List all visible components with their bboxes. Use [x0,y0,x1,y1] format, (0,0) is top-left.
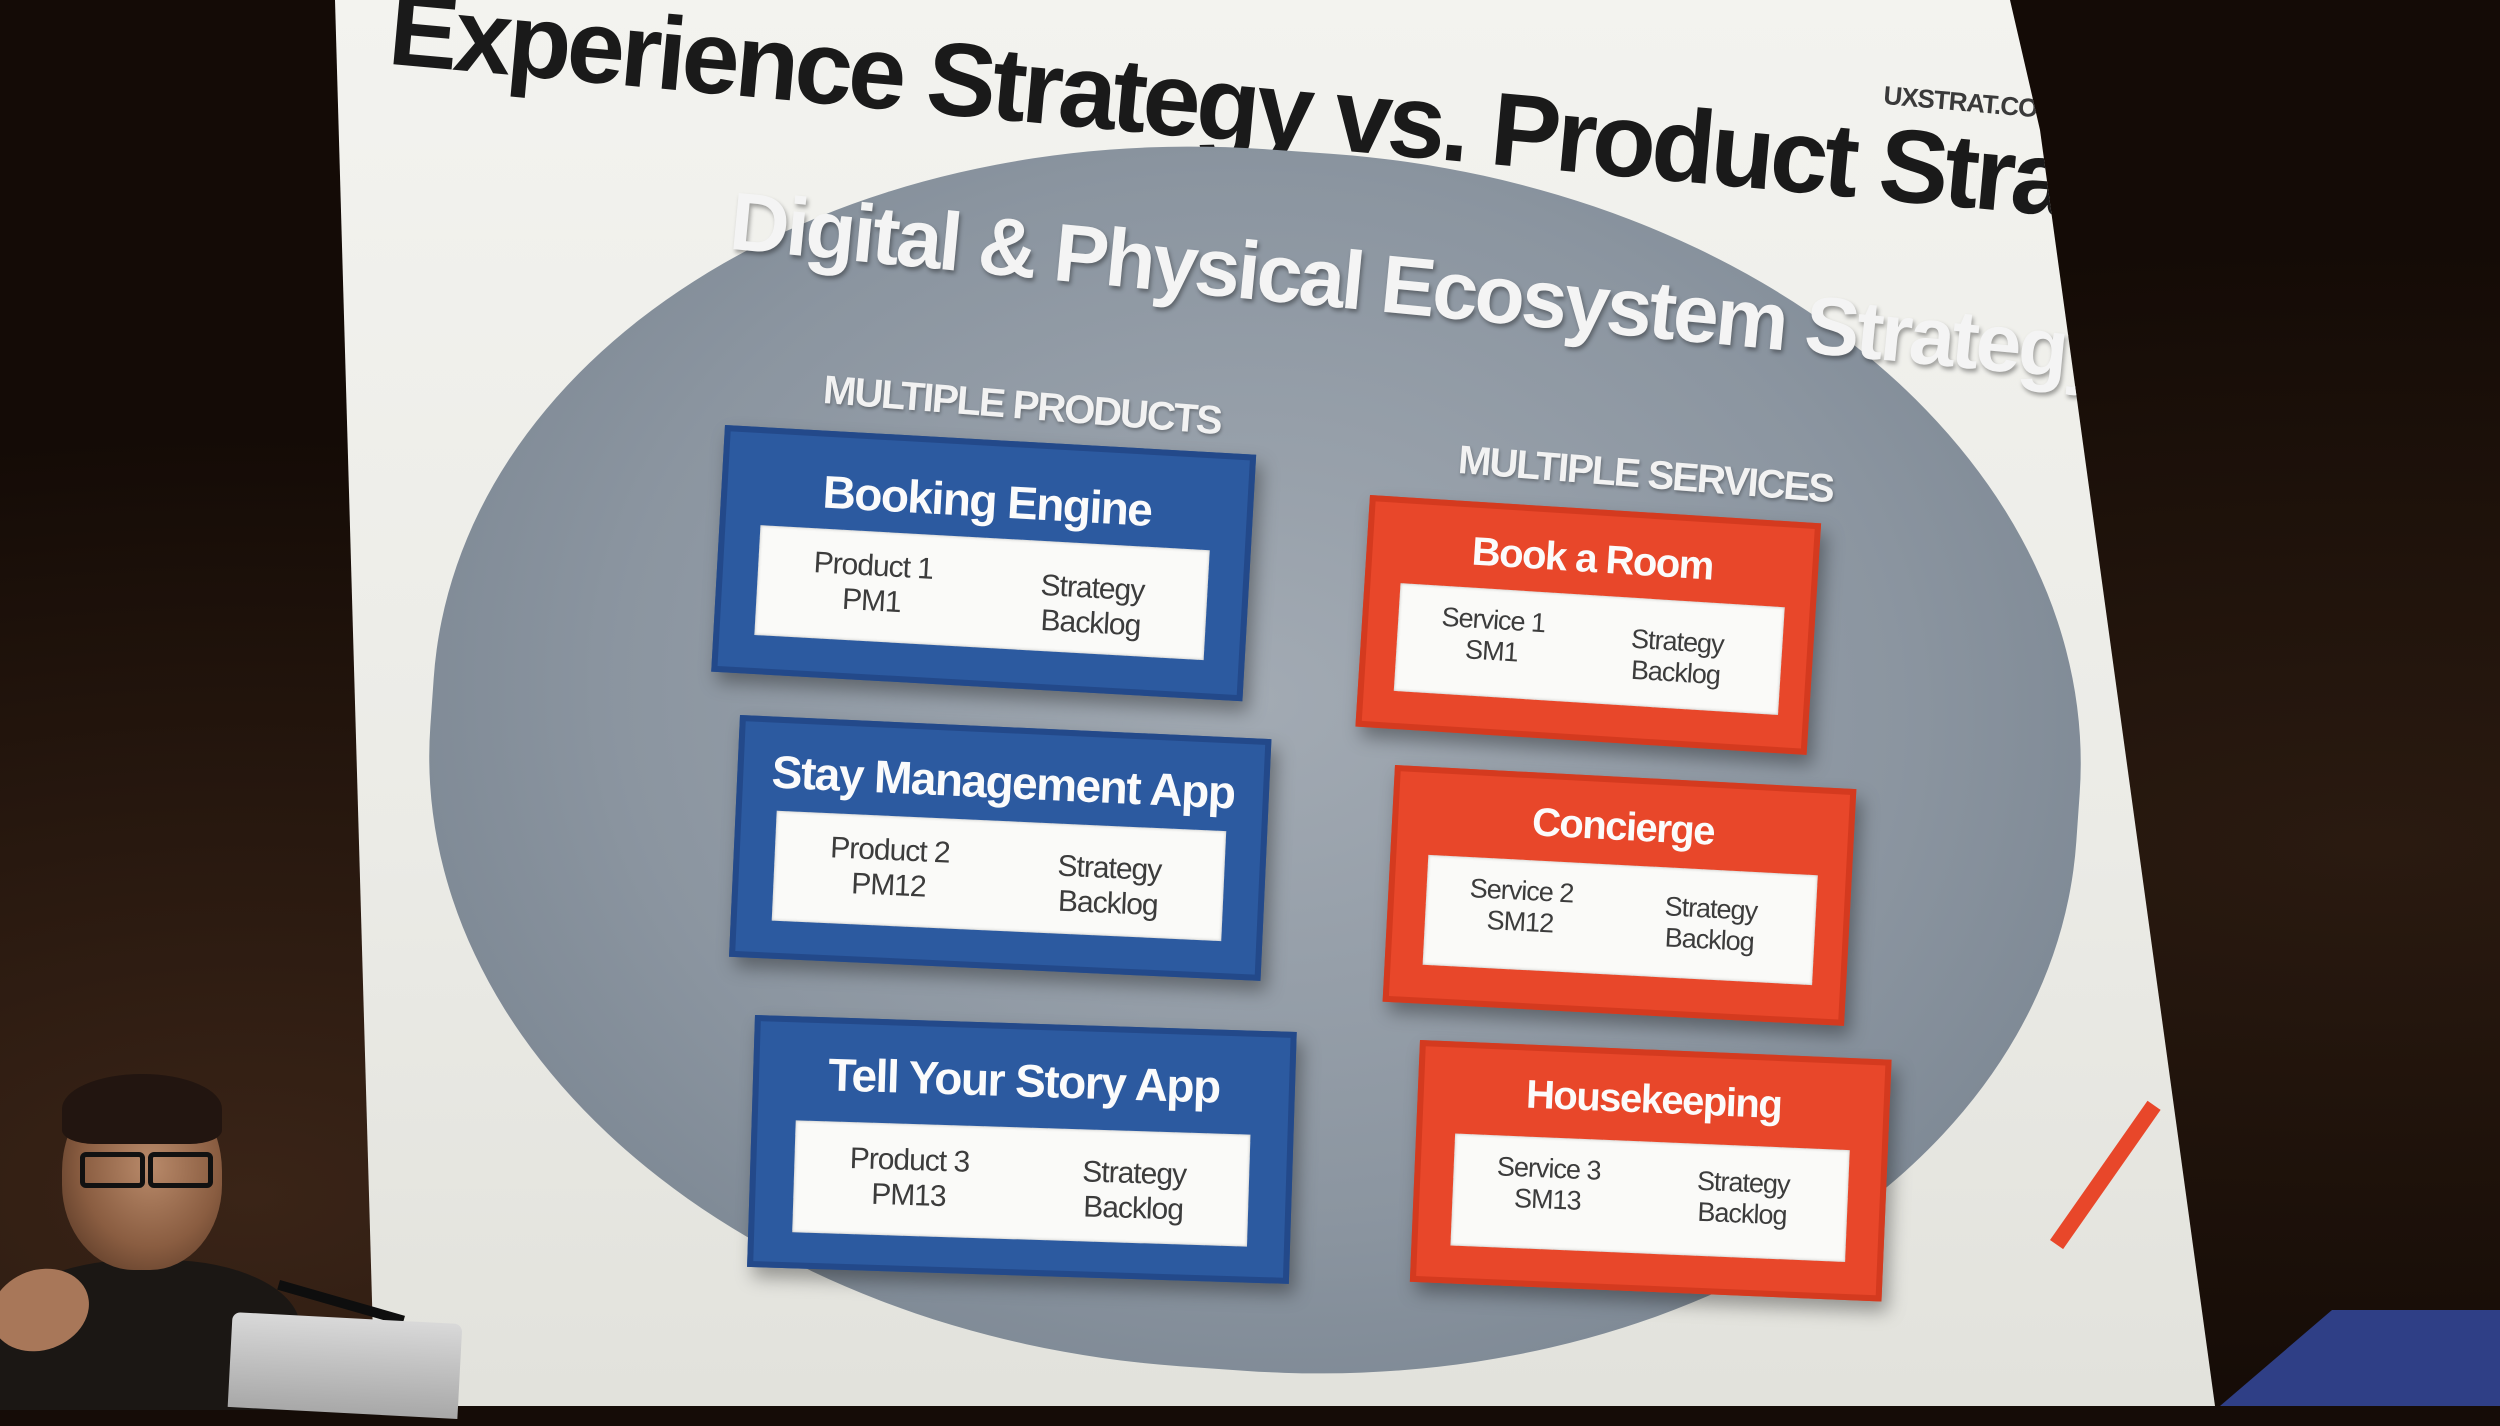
product-details: Product 1 PM1 Strategy Backlog [754,525,1210,661]
service-owner: Service 2 SM12 [1444,872,1597,942]
service-card-housekeeping: Housekeeping Service 3 SM13 Strategy Bac… [1409,1040,1892,1302]
strategy-backlog: Strategy Backlog [1048,1154,1220,1228]
product-number: Product 3 [849,1142,970,1179]
strategy-label: Strategy [1081,1155,1187,1192]
service-card-book-a-room: Book a Room Service 1 SM1 Strategy Backl… [1355,495,1822,755]
service-name: Housekeeping [1525,1072,1783,1128]
product-details: Product 2 PM12 Strategy Backlog [771,810,1227,942]
strategy-backlog: Strategy Backlog [1666,1165,1818,1233]
service-name: Concierge [1530,800,1716,854]
service-card-concierge: Concierge Service 2 SM12 Strategy Backlo… [1382,765,1857,1026]
glasses-icon [80,1152,215,1188]
service-owner: Service 3 SM13 [1472,1150,1624,1218]
service-manager: SM12 [1485,905,1554,939]
service-manager: SM13 [1513,1183,1582,1216]
product-card-tell-your-story-app: Tell Your Story App Product 3 PM13 Strat… [747,1015,1297,1284]
strategy-backlog: Strategy Backlog [1600,622,1754,693]
laptop-icon [227,1312,463,1419]
service-details: Service 2 SM12 Strategy Backlog [1422,854,1818,986]
strategy-backlog: Strategy Backlog [1634,890,1787,960]
service-number: Service 3 [1496,1151,1602,1186]
product-card-stay-management-app: Stay Management App Product 2 PM12 Strat… [729,715,1272,981]
slide-accent-stripe [2050,1100,2161,1250]
product-name: Tell Your Story App [827,1048,1221,1113]
backlog-label: Backlog [1082,1189,1184,1227]
presenter-hair [62,1074,222,1144]
product-card-booking-engine: Booking Engine Product 1 PM1 Strategy Ba… [711,425,1257,702]
service-owner: Service 1 SM1 [1416,600,1570,671]
strategy-backlog: Strategy Backlog [1022,848,1195,925]
backlog-label: Backlog [1057,884,1159,922]
product-owner: Product 3 PM13 [823,1141,995,1215]
backlog-label: Backlog [1664,922,1755,958]
service-details: Service 1 SM1 Strategy Backlog [1393,583,1785,716]
product-owner: Product 2 PM12 [803,830,976,907]
product-manager: PM13 [870,1177,947,1213]
product-details: Product 3 PM13 Strategy Backlog [792,1120,1251,1247]
product-owner: Product 1 PM1 [786,545,960,623]
strategy-backlog: Strategy Backlog [1005,567,1179,645]
backlog-label: Backlog [1696,1196,1788,1231]
service-details: Service 3 SM13 Strategy Backlog [1450,1133,1850,1262]
product-name: Stay Management App [770,745,1236,819]
